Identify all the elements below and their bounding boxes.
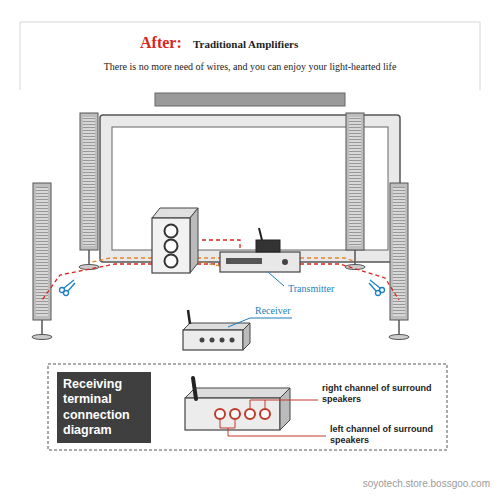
receiver-device [183, 310, 250, 350]
subtitle: There is no more need of wires, and you … [30, 61, 470, 73]
jack-leaders [220, 400, 326, 436]
rear-left-speaker [32, 183, 52, 340]
heading-word: After: [140, 33, 182, 52]
channel-label: left channel of surround speakers [330, 424, 442, 446]
scissors-icon [60, 280, 76, 296]
front-right-speaker [345, 113, 365, 270]
frame-line [480, 22, 481, 90]
heading: Traditional Amplifiers [193, 38, 298, 51]
component-label: Transmitter [287, 283, 335, 295]
subwoofer [152, 208, 198, 273]
caption-text: Receiving terminal connection diagram [63, 377, 145, 438]
component-label: Receiver [254, 305, 292, 317]
speaker-wires [42, 240, 399, 300]
amplifier-transmitter [220, 228, 300, 272]
frame-line [20, 22, 21, 90]
tv-frame [100, 115, 400, 262]
watermark: soyotech.store.bossgoo.com [300, 478, 490, 490]
front-left-speaker [79, 113, 99, 270]
soundbar [155, 93, 345, 106]
channel-label: right channel of surround speakers [322, 383, 437, 405]
scissors-icon [369, 280, 385, 296]
leader-line [268, 272, 284, 286]
rear-right-speaker [389, 183, 409, 340]
receiver-closeup [185, 378, 290, 430]
caption-box: Receiving terminal connection diagram [57, 372, 151, 443]
frame-line [20, 22, 480, 23]
leader-line [228, 318, 292, 327]
diagram-panel [48, 364, 447, 450]
